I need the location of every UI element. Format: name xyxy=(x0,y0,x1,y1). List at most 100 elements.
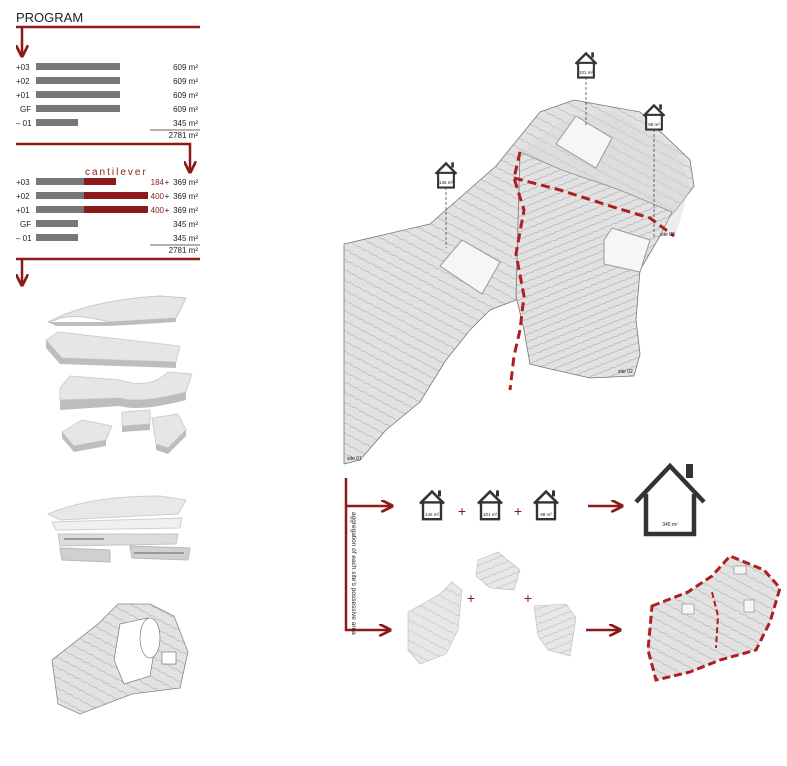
level-label: +03 xyxy=(16,178,30,187)
agg-house-area: 98 m² xyxy=(540,512,552,517)
plus-sign: + xyxy=(524,590,532,606)
area-bar xyxy=(36,178,84,185)
area-bar xyxy=(36,63,120,70)
level-label: GF xyxy=(20,220,31,229)
program-title: PROGRAM xyxy=(16,10,83,25)
table2-row: +03 184 + 369 m² xyxy=(16,178,198,187)
table1-row: – 01 345 m² xyxy=(16,119,198,128)
mass-slab-3 xyxy=(59,371,193,401)
house-101-area: 101 m² xyxy=(579,70,594,75)
area-bar xyxy=(36,234,78,241)
area-value: 609 m² xyxy=(173,63,198,72)
plus-sign: + xyxy=(458,503,466,519)
level-label: +02 xyxy=(16,192,30,201)
cantilever-value: 400 xyxy=(151,192,165,201)
assembled-floor-3 xyxy=(59,547,111,563)
mass-slab-3-side xyxy=(60,392,186,410)
left-site-annex xyxy=(161,651,177,665)
area-value: 609 m² xyxy=(173,105,198,114)
massing-assembled xyxy=(46,495,191,563)
combined-site xyxy=(646,554,782,682)
assembled-floor-1 xyxy=(51,517,183,531)
house-146-area: 146 m² xyxy=(439,180,454,185)
assembled-floor-2 xyxy=(57,533,179,547)
mass-block-a xyxy=(61,419,113,447)
area-value: 369 m² xyxy=(173,192,198,201)
table2-row: – 01 345 m² xyxy=(16,234,198,243)
combined-site-boundary xyxy=(646,554,782,682)
house-98-area: 98 m² xyxy=(648,122,660,127)
mass-block-c-side xyxy=(156,430,186,454)
program-section: PROGRAM +03 609 m² +02 609 m² +01 609 m²… xyxy=(16,10,200,285)
area-value: 609 m² xyxy=(173,91,198,100)
combined-footprint xyxy=(681,603,695,615)
aggregation-vertical-label: aggregation of each site’s possessive ar… xyxy=(350,512,357,635)
cantilever-label: cantilever xyxy=(85,167,148,178)
footprint-site-01 xyxy=(439,239,501,295)
aggregation-section: aggregation of each site’s possessive ar… xyxy=(344,462,782,682)
mass-slab-top xyxy=(47,295,187,323)
mass-block-b xyxy=(121,409,151,427)
plus-sign: + xyxy=(514,503,522,519)
area-bar xyxy=(36,119,78,126)
level-label: +02 xyxy=(16,77,30,86)
footprint-site-03 xyxy=(555,115,613,169)
main-site-plan: 146 m² 101 m² 98 m² site 01 site 02 site… xyxy=(343,51,695,465)
table2-row: +02 400 + 369 m² xyxy=(16,192,198,201)
area-value: 345 m² xyxy=(173,119,198,128)
level-label: +01 xyxy=(16,206,30,215)
table1-row: +03 609 m² xyxy=(16,63,198,72)
level-label: – 01 xyxy=(16,234,32,243)
level-label: GF xyxy=(20,105,31,114)
mass-slab-top-side xyxy=(48,318,176,326)
table2-total: 2781 m² xyxy=(169,246,199,255)
assembled-roof xyxy=(46,495,187,521)
cantilever-bar xyxy=(84,192,148,199)
plus-sign: + xyxy=(467,590,475,606)
footprint-site-02 xyxy=(603,227,651,273)
cantilever-bar xyxy=(84,178,116,185)
area-bar xyxy=(36,206,84,213)
window-strip xyxy=(134,552,184,554)
table1-total: 2781 m² xyxy=(169,131,199,140)
massing-exploded xyxy=(45,295,193,454)
level-label: +01 xyxy=(16,91,30,100)
table1-row: GF 609 m² xyxy=(20,105,198,114)
agg-house-area: 101 m² xyxy=(483,512,498,517)
window-strip xyxy=(64,538,104,540)
area-value: 369 m² xyxy=(173,206,198,215)
table1-row: +02 609 m² xyxy=(16,77,198,86)
area-bar xyxy=(36,192,84,199)
piece-site-01 xyxy=(407,581,463,665)
table1-row: +01 609 m² xyxy=(16,91,198,100)
plus-sign: + xyxy=(165,178,170,187)
program-arrow-2 xyxy=(16,142,190,172)
program-table-1: +03 609 m² +02 609 m² +01 609 m² GF 609 … xyxy=(16,63,200,140)
mass-block-c xyxy=(151,413,187,449)
level-label: – 01 xyxy=(16,119,32,128)
area-value: 345 m² xyxy=(173,220,198,229)
mass-slab-2-side xyxy=(46,340,176,368)
site-03-label: site 03 xyxy=(660,232,675,238)
area-bar xyxy=(36,105,120,112)
site-boundary-dashed xyxy=(513,176,675,238)
site-with-massing xyxy=(51,603,189,715)
area-value: 369 m² xyxy=(173,178,198,187)
site-01-label: site 01 xyxy=(347,456,362,462)
area-bar xyxy=(36,220,78,227)
site-02-terrain xyxy=(515,151,673,379)
combined-site-inner-boundary xyxy=(711,591,720,649)
area-bar xyxy=(36,77,120,84)
mass-block-a-side xyxy=(62,432,106,452)
left-site-courtyard xyxy=(139,617,161,659)
site-boundary-dashed xyxy=(508,151,526,391)
cantilever-bar xyxy=(84,206,148,213)
level-label: +03 xyxy=(16,63,30,72)
area-bar xyxy=(36,91,120,98)
result-area: 345 m² xyxy=(662,522,678,528)
piece-site-03 xyxy=(475,551,521,591)
plus-sign: + xyxy=(165,192,170,201)
agg-house-area: 146 m² xyxy=(425,512,440,517)
mass-block-b-side xyxy=(122,424,150,432)
table2-row: GF 345 m² xyxy=(20,220,198,229)
